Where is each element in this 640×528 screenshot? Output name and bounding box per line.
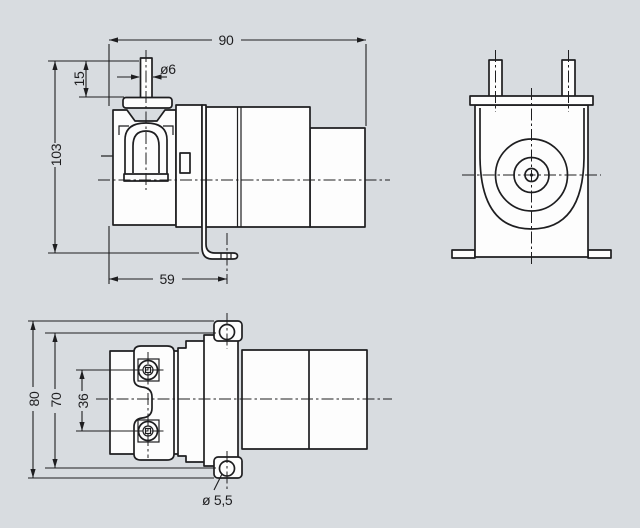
dim-59-label: 59 <box>160 271 175 287</box>
dimension-overall-height: 103 <box>48 60 199 254</box>
yoke-clamp <box>133 345 175 461</box>
dim-36-label: 36 <box>75 393 91 408</box>
l-bracket <box>201 104 239 260</box>
dim-80-label: 80 <box>26 391 42 406</box>
motor-housing <box>205 106 311 228</box>
dimension-screw-spacing: 36 <box>75 369 137 432</box>
dim-dia6-label: ø6 <box>160 61 176 77</box>
magnet-core-inner <box>132 130 160 173</box>
dimension-mount-hole-spacing: 70 <box>45 332 216 469</box>
dim-dia55-label: ø 5,5 <box>202 492 233 508</box>
dimension-shaft-length: 15 <box>71 61 124 98</box>
solenoid-body <box>112 109 177 226</box>
dim-90-label: 90 <box>219 32 234 48</box>
coil-pocket-profile <box>479 108 585 230</box>
dimension-shaft-diameter: ø6 <box>117 61 177 80</box>
bracket-plate-plan <box>203 334 239 467</box>
corner-mark-left <box>118 125 129 135</box>
dim-15-label: 15 <box>71 71 87 86</box>
dim-70-label: 70 <box>48 392 64 407</box>
dimension-mount-hole-offset: 59 <box>108 226 227 287</box>
dim-103-label: 103 <box>48 143 64 166</box>
adapter-plan <box>177 340 207 463</box>
front-view <box>451 50 612 264</box>
foot-left <box>451 249 476 259</box>
foot-right <box>587 249 612 259</box>
shaft-cap <box>122 96 173 109</box>
motor-rear-cylinder <box>309 127 366 228</box>
plan-view: 80 70 36 ø 5,5 <box>26 313 392 508</box>
corner-mark-right <box>163 125 174 135</box>
flange-tab <box>179 152 191 174</box>
dimension-overall-width: 90 <box>108 32 367 126</box>
dimension-bracket-height: 80 <box>26 320 214 479</box>
dimension-mount-hole-diameter: ø 5,5 <box>202 473 233 508</box>
side-view: 90 103 15 ø6 <box>48 32 390 287</box>
